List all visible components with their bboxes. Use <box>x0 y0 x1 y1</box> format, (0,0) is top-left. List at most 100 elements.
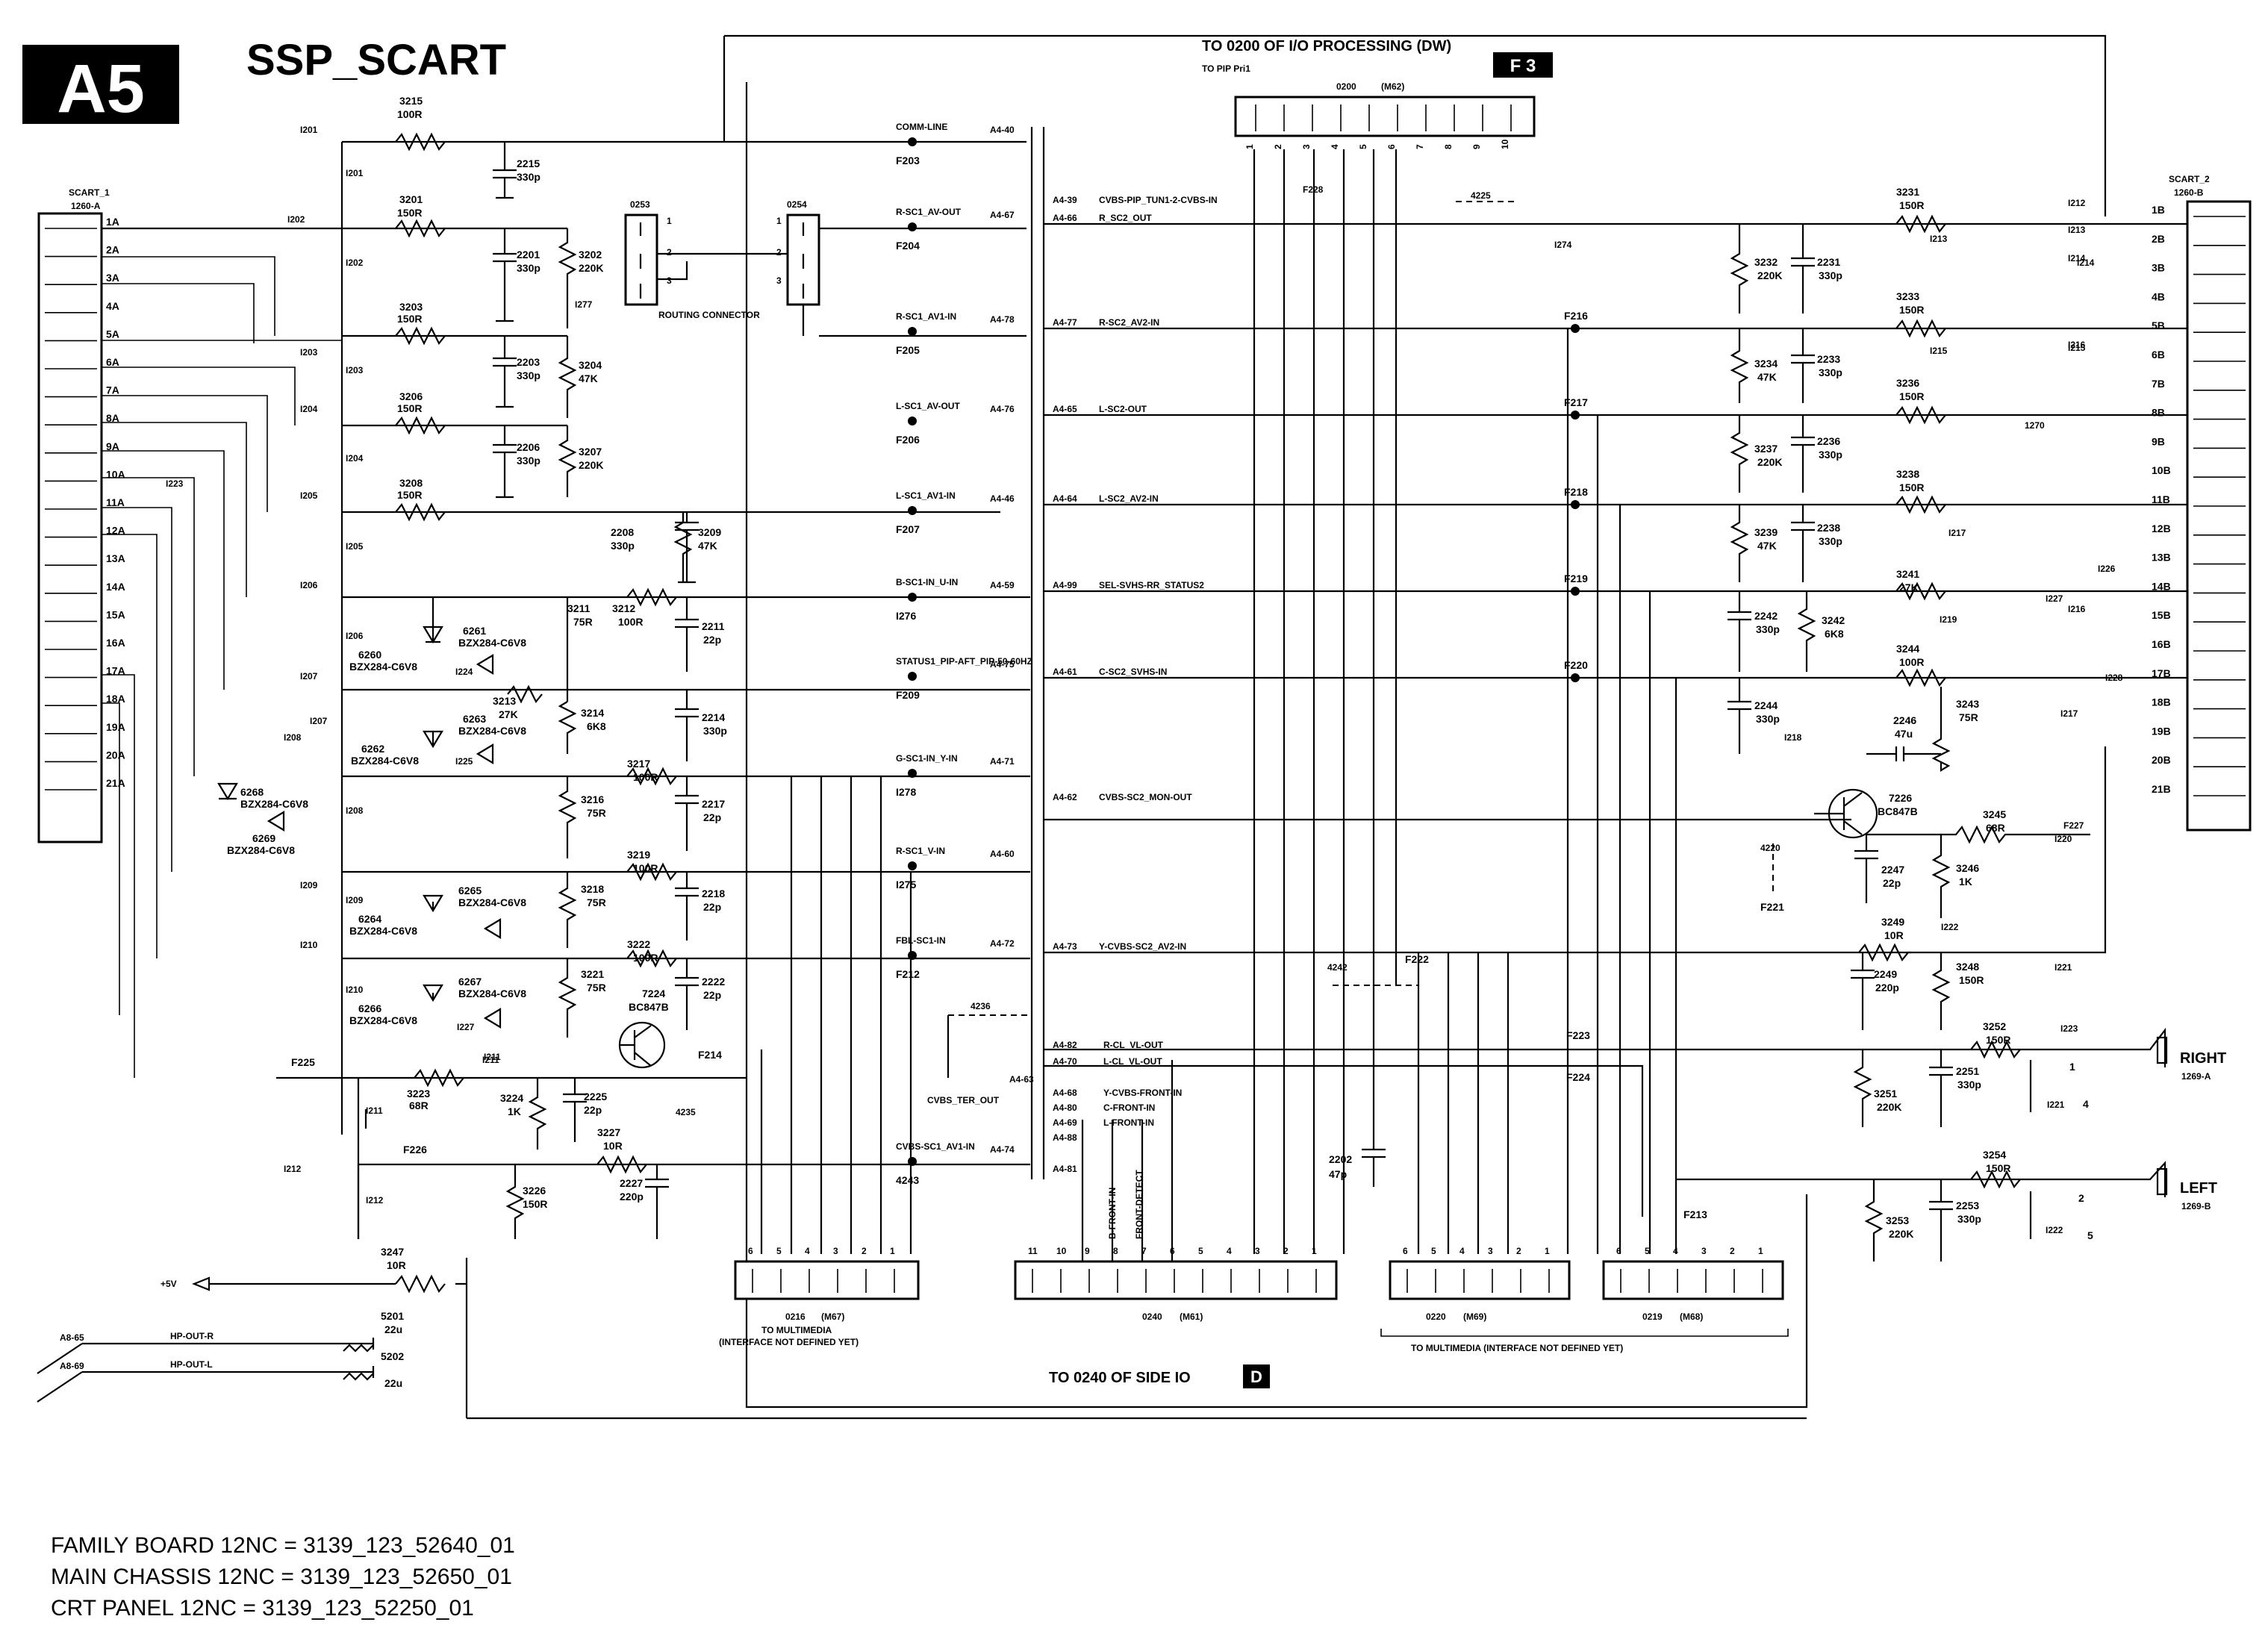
center-signal-f-0: F203 <box>896 155 920 166</box>
conn-0240-pin-2: 2 <box>1283 1246 1289 1256</box>
right-res-val-11: 75R <box>1959 711 1978 723</box>
conn-0240-pin-7: 7 <box>1141 1246 1147 1256</box>
sheet-badge <box>22 45 179 124</box>
mid-res-val-0: 75R <box>573 616 593 628</box>
right-res-val-13: 1K <box>1959 876 1972 888</box>
d-badge-text: D <box>1250 1367 1262 1386</box>
center-signal-net-7: G-SC1-IN_Y-IN <box>896 753 958 764</box>
conn-0240-pin-3: 3 <box>1255 1246 1260 1256</box>
diode-ref-0: 6260 <box>358 649 381 661</box>
center-signal-port-2: A4-78 <box>990 314 1015 325</box>
mid-res-val-3: 6K8 <box>587 720 606 732</box>
conn-0240-pin-11: 11 <box>1028 1246 1038 1256</box>
net-i212: I212 <box>366 1195 384 1206</box>
f3-badge-text: F 3 <box>1510 56 1536 76</box>
conn-0219-pin-1: 1 <box>1758 1246 1763 1256</box>
r3223-val: 68R <box>409 1100 429 1111</box>
mid-res-ref-8: 3222 <box>627 938 650 950</box>
lower-signal-net-3: C-FRONT-IN <box>1103 1102 1155 1113</box>
right-res-ref-16: 3252 <box>1983 1020 2006 1032</box>
center-signal-port-9: A4-72 <box>990 938 1015 949</box>
scart1-pin-21: 21A <box>106 777 125 789</box>
mid-res-ref-6: 3219 <box>627 849 650 861</box>
right-net-11: I226 <box>2098 564 2116 574</box>
c2203-ref: 2203 <box>517 356 540 368</box>
right-res-val-6: 150R <box>1899 481 1924 493</box>
scart2-pin-21: 21B <box>2152 783 2171 795</box>
right-res-val-14: 10R <box>1884 929 1904 941</box>
right-cap-ref-10: 2253 <box>1956 1200 1979 1211</box>
footer-family-board: FAMILY BOARD 12NC = 3139_123_52640_01 <box>51 1533 515 1558</box>
center-signal-port-4: A4-46 <box>990 493 1015 504</box>
mid-cap-val-0: 22p <box>703 634 721 646</box>
diode-type-8: BZX284-C6V8 <box>349 1014 417 1026</box>
conn-0220-pin-5: 5 <box>1431 1246 1436 1256</box>
center-signal-junction <box>908 506 917 515</box>
center-signal-junction <box>908 769 917 778</box>
l5202-val: 22u <box>384 1377 402 1389</box>
scart1-pin-15: 15A <box>106 608 125 620</box>
conn-0240-type: (M61) <box>1180 1311 1203 1322</box>
center-signal-junction <box>908 1157 917 1166</box>
t7226-type: BC847B <box>1878 805 1918 817</box>
left-out-label: LEFT <box>2180 1180 2217 1197</box>
scart2-pin-19: 19B <box>2152 725 2171 737</box>
left-out-pin2: 2 <box>2078 1192 2084 1204</box>
right-out-net: I221 <box>2047 1100 2065 1110</box>
diode-ref-7: 6265 <box>458 885 482 896</box>
right-res-val-10: 100R <box>1899 656 1924 668</box>
scart2-pin-4: 4B <box>2152 290 2165 302</box>
scart2-pin-14: 14B <box>2152 580 2171 592</box>
right-cap-ref-3: 2238 <box>1817 522 1840 534</box>
conn-0220-type: (M69) <box>1463 1311 1486 1322</box>
conn-0200-pin-8: 8 <box>1443 144 1454 149</box>
center-signal-junction <box>908 327 917 336</box>
right-signal-f-4: F218 <box>1564 486 1588 498</box>
lower-signal-port-4: A4-69 <box>1053 1117 1077 1128</box>
center-signal-junction <box>908 861 917 870</box>
scart1-pin-1: 1A <box>106 216 119 228</box>
right-signal-net-1: R_SC2_OUT <box>1099 213 1152 223</box>
right-res-val-2: 150R <box>1899 304 1924 316</box>
f225: F225 <box>291 1056 315 1068</box>
center-signal-port-6: A4-75 <box>990 659 1015 670</box>
lower-signal-port-6: A4-81 <box>1053 1164 1077 1174</box>
right-res-ref-8: 3241 <box>1896 568 1919 580</box>
right-res-ref-3: 3234 <box>1754 358 1778 369</box>
center-signal-f-2: F205 <box>896 344 920 356</box>
right-cap-val-8: 220p <box>1875 982 1899 994</box>
center-signal-f-7: I278 <box>896 786 916 798</box>
scart2-pin-17: 17B <box>2152 667 2171 679</box>
net-f228: F228 <box>1303 184 1324 195</box>
c2202-ref: 2202 <box>1329 1153 1352 1165</box>
center-signal-f-3: F206 <box>896 434 920 446</box>
right-net-0: I212 <box>2068 198 2086 208</box>
r3207-val: 220K <box>579 459 603 471</box>
net-i212b: I212 <box>284 1164 302 1174</box>
r3224-val: 1K <box>508 1105 521 1117</box>
scart2-pin-13: 13B <box>2152 552 2171 564</box>
diode-ref-5: 6269 <box>252 832 275 844</box>
routing-pins: 1 2 3 1 2 3 <box>667 216 782 286</box>
net-i204: I204 <box>300 404 318 414</box>
conn-0240-pin-9: 9 <box>1085 1246 1090 1256</box>
mid-res-val-2: 27K <box>499 708 518 720</box>
scart1-feeds <box>102 256 342 1078</box>
c2201-ref: 2201 <box>517 249 540 261</box>
center-signal-junction <box>908 951 917 960</box>
center-signal-port-0: A4-40 <box>990 125 1015 135</box>
mid-res-val-5: 75R <box>587 807 606 819</box>
scart2-pin-10: 10B <box>2152 464 2171 476</box>
conn-0220-ref: 0220 <box>1426 1311 1446 1322</box>
net-i202b: I202 <box>346 258 364 268</box>
mid-cap-val-1: 330p <box>703 725 727 737</box>
conn-0219-pin-5: 5 <box>1645 1246 1650 1256</box>
footer-main-chassis: MAIN CHASSIS 12NC = 3139_123_52650_01 <box>51 1565 512 1589</box>
r3209-ref: 3209 <box>698 526 721 538</box>
mm-note: TO MULTIMEDIA (INTERFACE NOT DEFINED YET… <box>1411 1343 1623 1353</box>
net-i203: I203 <box>300 347 318 358</box>
scart2-pin-15: 15B <box>2152 609 2171 621</box>
j0254-pin1: 1 <box>776 216 782 226</box>
right-res-val-0: 150R <box>1899 199 1924 211</box>
scart1-pin-4: 4A <box>106 300 119 312</box>
